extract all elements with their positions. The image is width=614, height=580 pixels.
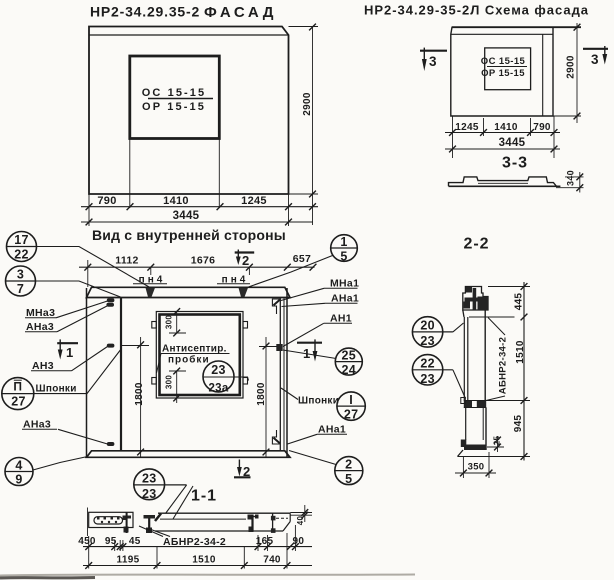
svg-text:95: 95	[105, 536, 117, 547]
svg-text:1: 1	[340, 235, 347, 249]
svg-text:3: 3	[429, 54, 437, 69]
svg-text:МНа3: МНа3	[26, 307, 55, 319]
svg-text:ОС 15-15: ОС 15-15	[481, 56, 526, 67]
svg-text:АНа1: АНа1	[318, 424, 346, 436]
svg-text:25: 25	[493, 436, 502, 446]
svg-text:1676: 1676	[191, 255, 216, 267]
svg-text:1195: 1195	[117, 555, 140, 566]
svg-text:НР2-34.29-35-2Л Схема фасада: НР2-34.29-35-2Л Схема фасада	[364, 3, 589, 18]
svg-text:3: 3	[591, 52, 599, 67]
svg-text:1800: 1800	[134, 382, 145, 406]
svg-text:300: 300	[165, 375, 174, 389]
svg-text:45: 45	[129, 536, 141, 547]
svg-text:3: 3	[17, 268, 24, 282]
svg-text:3445: 3445	[499, 137, 526, 149]
svg-text:300: 300	[165, 315, 174, 329]
svg-text:АНа3: АНа3	[26, 321, 54, 333]
svg-text:17: 17	[14, 233, 29, 247]
svg-text:90: 90	[293, 536, 305, 547]
svg-text:657: 657	[293, 253, 311, 265]
svg-text:9: 9	[15, 473, 22, 487]
svg-text:2900: 2900	[566, 55, 577, 79]
svg-text:П: П	[13, 380, 22, 394]
svg-text:23а: 23а	[208, 383, 228, 395]
svg-text:МНа1: МНа1	[330, 278, 359, 290]
svg-text:5: 5	[340, 250, 347, 264]
svg-text:4: 4	[15, 459, 22, 473]
svg-text:ОР 15-15: ОР 15-15	[481, 68, 525, 79]
svg-text:пн4: пн4	[222, 275, 249, 286]
svg-text:450: 450	[78, 536, 96, 547]
svg-text:3-3: 3-3	[502, 155, 528, 172]
svg-text:Вид с внутренней стороны: Вид с внутренней стороны	[92, 227, 286, 243]
svg-text:3445: 3445	[173, 210, 200, 222]
svg-text:Шпонки: Шпонки	[298, 396, 339, 407]
svg-text:Антисептир.: Антисептир.	[162, 344, 227, 355]
svg-text:1410: 1410	[163, 195, 189, 207]
svg-text:АНа1: АНа1	[331, 293, 359, 305]
svg-text:1510: 1510	[515, 340, 526, 364]
svg-text:165: 165	[256, 536, 274, 547]
svg-text:7: 7	[17, 282, 24, 296]
svg-text:пробки: пробки	[168, 354, 210, 366]
svg-text:1: 1	[66, 345, 74, 360]
svg-text:5: 5	[345, 472, 352, 486]
svg-text:790: 790	[533, 122, 551, 133]
svg-text:2900: 2900	[302, 92, 313, 116]
svg-text:23: 23	[142, 487, 157, 501]
svg-text:1410: 1410	[494, 122, 518, 133]
svg-text:340: 340	[566, 170, 576, 186]
svg-text:пн4: пн4	[139, 275, 166, 286]
svg-text:350: 350	[468, 462, 485, 473]
svg-text:27: 27	[11, 395, 26, 409]
svg-text:АБНР2-34-2: АБНР2-34-2	[498, 337, 509, 394]
svg-text:ФАСАД: ФАСАД	[204, 4, 277, 21]
svg-text:22: 22	[14, 248, 29, 262]
svg-text:НР2-34.29.35-2: НР2-34.29.35-2	[90, 4, 200, 20]
svg-text:27: 27	[344, 408, 359, 422]
svg-text:945: 945	[513, 415, 524, 433]
svg-text:1-1: 1-1	[191, 488, 217, 505]
svg-text:20: 20	[420, 319, 435, 333]
svg-text:АН1: АН1	[330, 313, 352, 325]
svg-text:25: 25	[342, 349, 357, 363]
svg-text:2: 2	[243, 464, 251, 479]
svg-text:22: 22	[420, 357, 435, 371]
svg-text:АБНР2-34-2: АБНР2-34-2	[163, 536, 226, 548]
svg-text:1245: 1245	[241, 195, 267, 207]
svg-text:24: 24	[342, 363, 357, 377]
svg-text:740: 740	[263, 555, 281, 566]
svg-text:АНа3: АНа3	[23, 419, 51, 431]
svg-text:445: 445	[514, 293, 525, 311]
svg-text:ОР 15-15: ОР 15-15	[142, 101, 206, 113]
svg-text:Шпонки: Шпонки	[36, 384, 77, 395]
svg-text:ОС 15-15: ОС 15-15	[142, 87, 207, 99]
svg-text:23: 23	[142, 472, 157, 486]
svg-text:АН3: АН3	[32, 360, 54, 372]
svg-text:23: 23	[420, 334, 435, 348]
svg-text:1510: 1510	[192, 555, 216, 566]
svg-text:1245: 1245	[455, 122, 479, 133]
svg-text:2-2: 2-2	[463, 236, 489, 253]
svg-text:1112: 1112	[115, 255, 138, 267]
svg-text:2: 2	[345, 458, 352, 472]
svg-text:23: 23	[211, 363, 226, 377]
svg-text:2: 2	[242, 253, 250, 268]
svg-text:I: I	[349, 393, 353, 407]
svg-text:790: 790	[97, 195, 116, 207]
svg-text:40: 40	[296, 516, 305, 526]
svg-text:23: 23	[420, 372, 435, 386]
svg-text:1800: 1800	[256, 382, 267, 406]
